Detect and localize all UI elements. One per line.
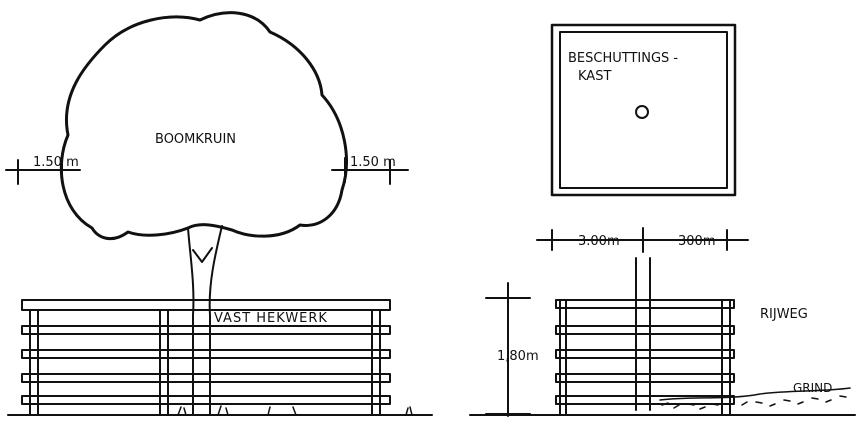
shelter-label-2: KAST <box>578 69 611 84</box>
shelter-box-outer <box>550 23 737 197</box>
shelter-center-mark <box>635 105 649 119</box>
height-label: 1,80m <box>497 349 539 364</box>
gravel-label: GRIND <box>793 381 832 395</box>
tree-trunk-left <box>187 227 195 416</box>
gravel-band <box>659 387 851 410</box>
trunk-fork <box>192 247 213 263</box>
grass-left <box>177 405 413 416</box>
fence-elevation <box>555 299 735 415</box>
tree-crown-label: BOOMKRUIN <box>155 132 236 147</box>
shelter-label-1: BESCHUTTINGS - <box>568 51 678 66</box>
fixed-fence <box>21 299 391 416</box>
road-label: RIJWEG <box>760 307 808 322</box>
tree-trunk-right <box>208 225 223 416</box>
dim-a-label: 3.00m <box>578 234 620 249</box>
tree-crown-outline <box>59 11 348 241</box>
dim-left-label: 1.50 m <box>33 155 79 170</box>
dim-b-label: 300m <box>678 234 715 249</box>
shelter-box-inner <box>559 31 728 189</box>
fence-label: VAST HEKWERK <box>214 311 328 326</box>
dim-right-label: 1.50 m <box>350 155 396 170</box>
